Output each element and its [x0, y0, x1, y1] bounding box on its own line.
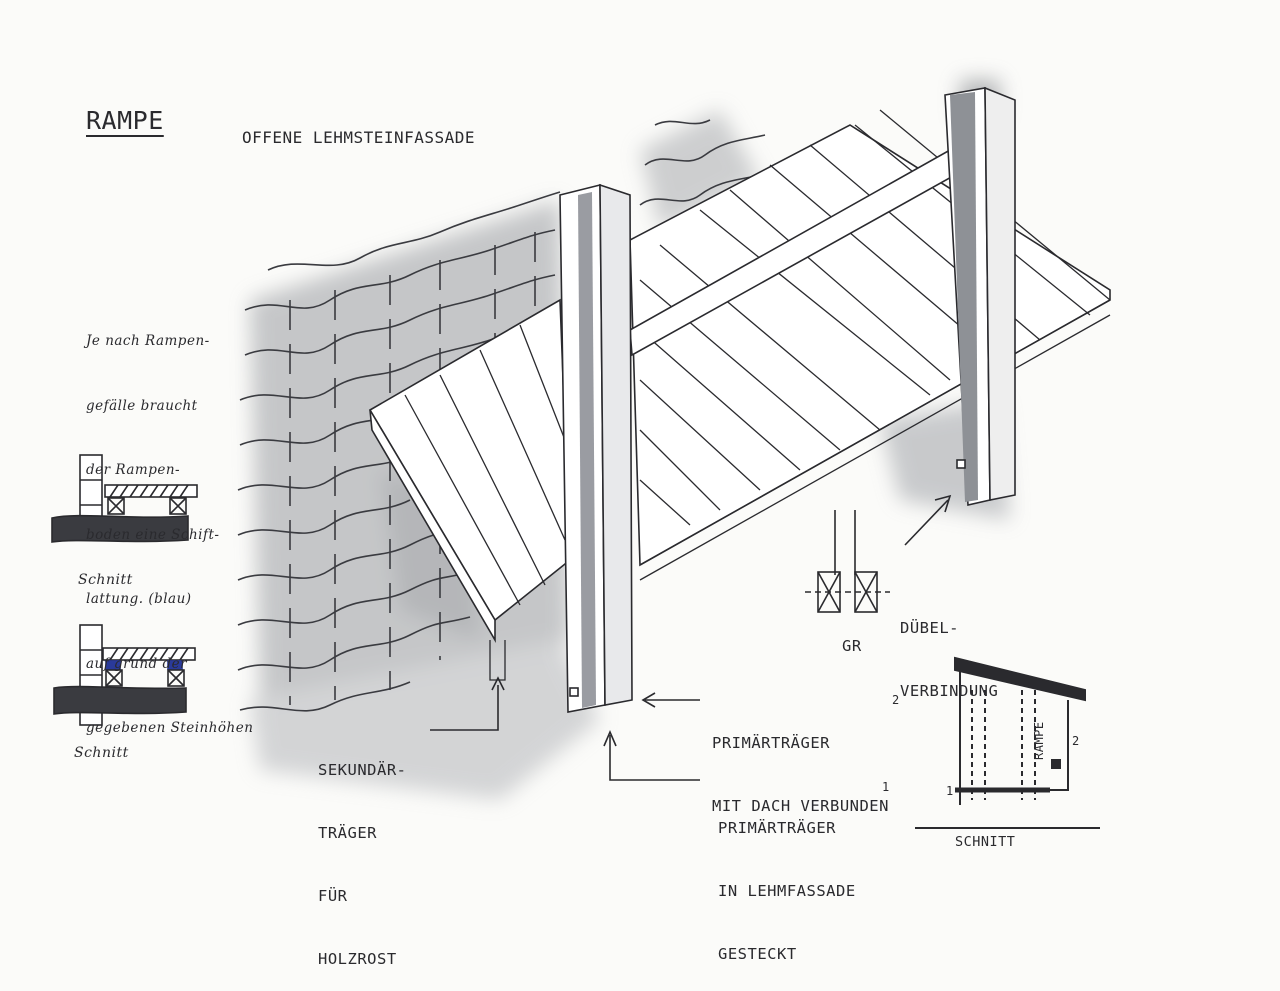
duebel-detail: [805, 510, 890, 613]
section-detail-2: [53, 624, 196, 726]
label-line: PRIMÄRTRÄGER: [712, 734, 830, 752]
note-line: boden eine Schift-: [86, 526, 220, 543]
label-section-number-1: 1: [946, 784, 954, 798]
ramp-note: Je nach Rampen- gefälle braucht der Ramp…: [86, 288, 253, 761]
label-line: SEKUNDÄR-: [318, 761, 407, 779]
label-line: HOLZROST: [318, 950, 397, 968]
note-line: auf grund der: [86, 655, 188, 672]
ramp-deck-back-boards: [639, 109, 1111, 581]
page-title: RAMPE: [86, 106, 164, 135]
primary-column-back: [944, 86, 1016, 506]
note-line: gegebenen Steinhöhen: [86, 720, 254, 736]
note-line: Je nach Rampen-: [86, 333, 210, 349]
label-section-schnitt: SCHNITT: [955, 834, 1016, 850]
label-line: DÜBEL-: [900, 619, 959, 637]
label-primaertraeger-dach: PRIMÄRTRÄGER MIT DACH VERBUNDEN: [712, 691, 889, 838]
note-line: lattung. (blau): [86, 591, 192, 607]
label-primaer-dach-number: 2: [892, 693, 900, 707]
label-line: VERBINDUNG: [900, 682, 999, 700]
ramp-sketch-drawing: [51, 80, 1111, 829]
section-label-1: Schnitt: [78, 572, 133, 588]
label-line: FÜR: [318, 887, 348, 905]
primary-column-front: [559, 183, 633, 713]
label-line: GESTECKT: [718, 945, 797, 963]
subtitle-facade: OFFENE LEHMSTEINFASSADE: [242, 128, 476, 147]
label-line: TRÄGER: [318, 824, 377, 842]
section-schnitt-right: [915, 656, 1100, 829]
sketch-sheet: RAMPE OFFENE LEHMSTEINFASSADE Je nach Ra…: [51, 80, 1111, 968]
label-section-rampe: RAMPE: [1032, 721, 1046, 760]
label-primaer-lehm-number: 1: [882, 780, 890, 794]
label-primaertraeger-lehm: PRIMÄRTRÄGER IN LEHMFASSADE GESTECKT: [718, 776, 856, 986]
label-sekundaertraeger: SEKUNDÄR- TRÄGER FÜR HOLZROST: [318, 718, 407, 991]
section-detail-1: [51, 454, 198, 543]
label-line: PRIMÄRTRÄGER: [718, 819, 836, 837]
note-line: gefälle braucht: [86, 397, 198, 414]
label-duebelverbindung: DÜBEL- VERBINDUNG: [900, 576, 998, 723]
note-line: der Rampen-: [86, 462, 181, 478]
label-line: IN LEHMFASSADE: [718, 882, 856, 900]
label-gr: GR: [842, 637, 862, 655]
section-label-2: Schnitt: [74, 745, 129, 761]
label-line: MIT DACH VERBUNDEN: [712, 797, 889, 815]
leader-lines: [430, 494, 952, 781]
label-section-number-2: 2: [1072, 734, 1080, 748]
